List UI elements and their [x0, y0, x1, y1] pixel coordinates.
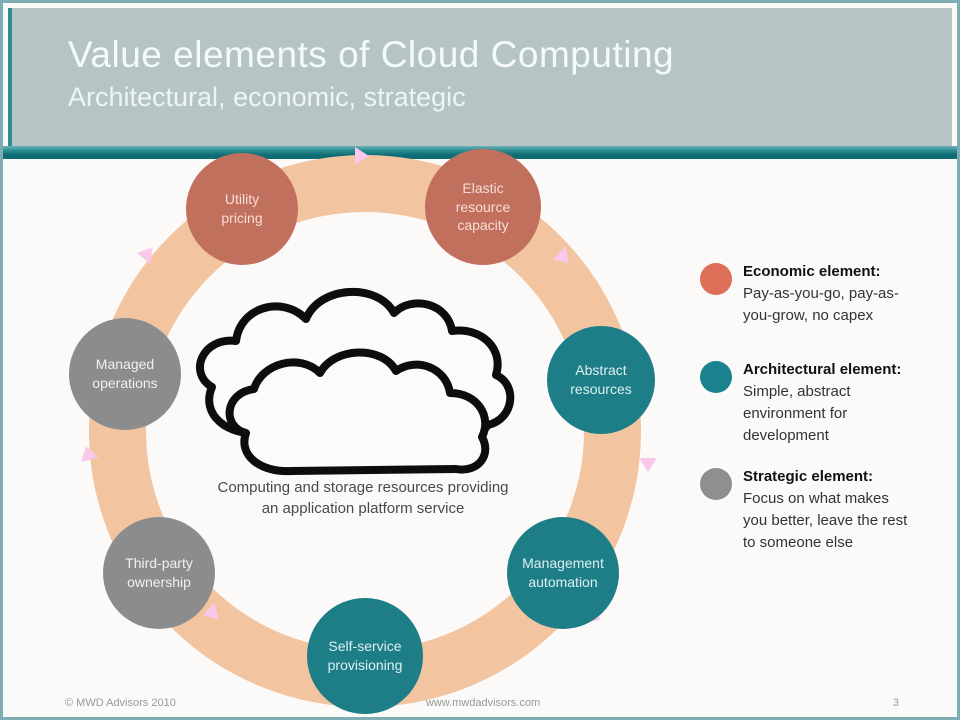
node-management-automation: Management automation: [507, 517, 619, 629]
slide-header: Value elements of Cloud Computing Archit…: [8, 8, 952, 146]
node-label: Managed operations: [92, 356, 158, 391]
node-label: Management automation: [522, 555, 604, 590]
cloud-icon: [196, 288, 515, 476]
legend-description: Focus on what makes you better, leave th…: [743, 490, 908, 551]
legend-description: Simple, abstract environment for develop…: [743, 383, 851, 444]
legend-title: Strategic element:: [743, 468, 874, 485]
ring-arrow-icon: [355, 147, 369, 165]
node-third-party-ownership: Third-party ownership: [103, 517, 215, 629]
architectural-dot-icon: [700, 361, 732, 393]
legend-item-strategic: Strategic element: Focus on what makes y…: [700, 466, 910, 554]
footer-website: www.mwdadvisors.com: [425, 697, 541, 709]
node-utility-pricing: Utility pricing: [186, 153, 298, 265]
legend-item-economic: Economic element: Pay-as-you-go, pay-as-…: [700, 261, 910, 327]
legend-title: Economic element:: [743, 263, 881, 280]
legend-description: Pay-as-you-go, pay-as-you-grow, no capex: [743, 285, 899, 324]
strategic-dot-icon: [700, 468, 732, 500]
footer-page-number: 3: [892, 697, 899, 709]
node-self-service-provisioning: Self-service provisioning: [307, 598, 423, 714]
legend-item-architectural: Architectural element: Simple, abstract …: [700, 359, 910, 447]
node-label: Self-service provisioning: [327, 638, 403, 673]
economic-dot-icon: [700, 263, 732, 295]
page-title: Value elements of Cloud Computing: [68, 34, 675, 75]
page-subtitle: Architectural, economic, strategic: [68, 82, 466, 112]
node-managed-operations: Managed operations: [69, 318, 181, 430]
footer-copyright: © MWD Advisors 2010: [65, 697, 176, 709]
node-abstract-resources: Abstract resources: [547, 326, 655, 434]
node-label: Third-party ownership: [125, 555, 193, 590]
node-label: Abstract resources: [570, 362, 632, 397]
ring-arrow-icon: [639, 458, 657, 472]
legend-title: Architectural element:: [743, 361, 902, 378]
node-label: Elastic resource capacity: [455, 179, 511, 234]
node-label: Utility pricing: [221, 191, 263, 226]
node-elastic-resource-capacity: Elastic resource capacity: [425, 149, 541, 265]
cloud-caption: Computing and storage resources providin…: [217, 479, 509, 517]
